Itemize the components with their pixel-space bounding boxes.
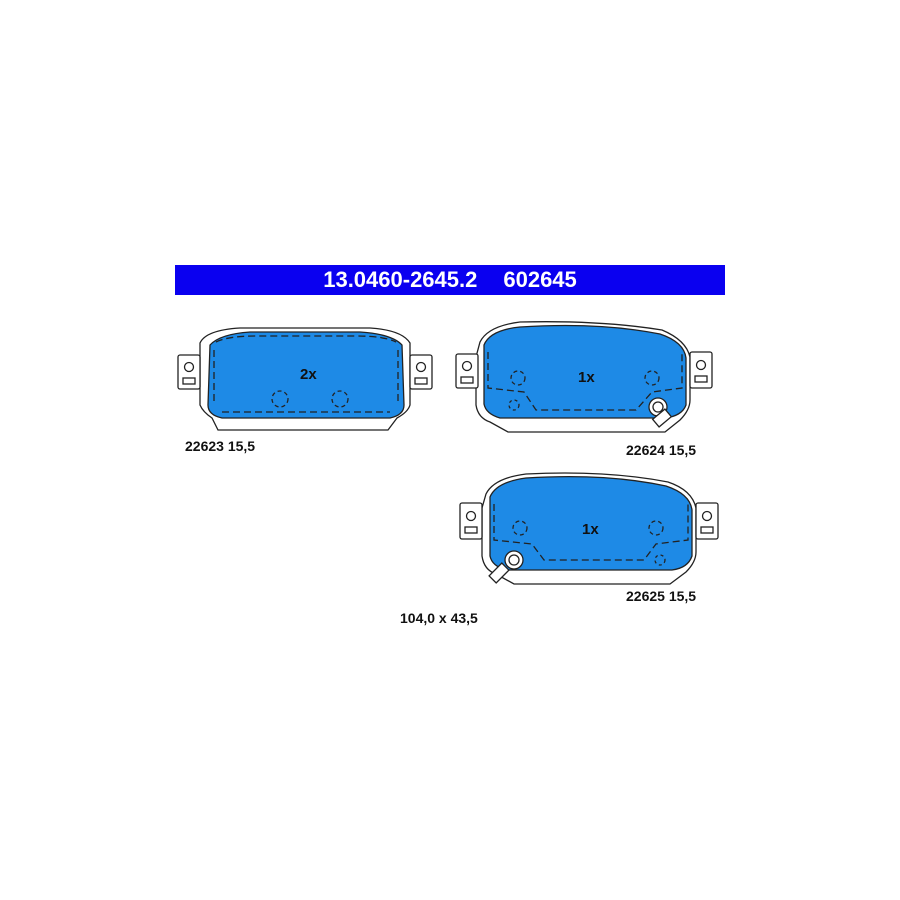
brake-pad-1 [177, 327, 433, 431]
dimensions-label: 104,0 x 43,5 [400, 610, 478, 626]
brake-pad-2 [455, 321, 713, 433]
pad-2-label: 22624 15,5 [626, 442, 697, 458]
pad-3-label: 22625 15,5 [626, 588, 697, 604]
pad-2-count: 1x [578, 369, 595, 386]
pad-3-count: 1x [582, 521, 599, 538]
part-number: 13.0460-2645.2 [323, 267, 478, 292]
pad-1-count: 2x [300, 366, 317, 383]
pad-1-label: 22623 15,5 [185, 438, 256, 454]
brake-pad-3 [459, 472, 719, 585]
article-code: 602645 [503, 267, 577, 292]
part-number-bar: 13.0460-2645.2 602645 [175, 265, 725, 295]
